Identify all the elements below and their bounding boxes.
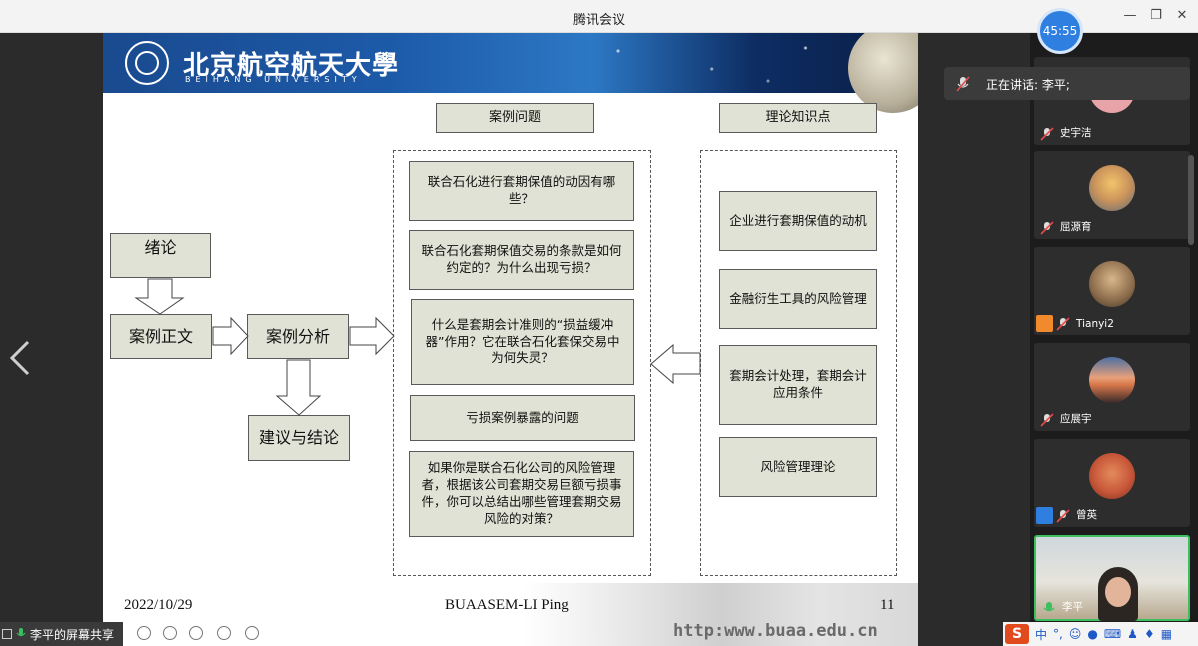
participant-tile[interactable]: Tianyi2 xyxy=(1034,247,1190,335)
more-tool-icon[interactable] xyxy=(245,626,259,640)
theory-box-4: 风险管理理论 xyxy=(719,437,877,497)
theory-box-1: 企业进行套期保值的动机 xyxy=(719,191,877,251)
campus-footer-image xyxy=(523,583,918,646)
participant-tile[interactable]: 曾英 xyxy=(1034,439,1190,527)
emoji-icon[interactable]: ☺ xyxy=(1068,627,1082,641)
slide-header-banner: 北京航空航天大學 BEIHANG UNIVERSITY xyxy=(103,33,918,113)
footer-url: http:www.buaa.edu.cn xyxy=(673,621,878,641)
question-box-1: 联合石化进行套期保值的动因有哪些？ xyxy=(409,161,634,221)
question-box-3: 什么是套期会计准则的“损益缓冲器”作用？它在联合石化套保交易中为何失灵？ xyxy=(411,299,634,385)
question-box-4: 亏损案例暴露的问题 xyxy=(410,395,635,441)
arrow-left-theory xyxy=(650,343,701,385)
participant-name: 李平 xyxy=(1062,601,1083,613)
university-name-en: BEIHANG UNIVERSITY xyxy=(185,75,362,84)
participant-name: 屈源育 xyxy=(1060,221,1092,233)
theory-box-2: 金融衍生工具的风险管理 xyxy=(719,269,877,329)
participant-name: 史宇洁 xyxy=(1060,127,1092,139)
mic-muted-icon xyxy=(1040,127,1054,141)
sogou-logo-icon: S xyxy=(1005,624,1029,644)
skin-icon[interactable]: ♦ xyxy=(1143,627,1155,641)
voice-icon[interactable]: ● xyxy=(1087,627,1098,641)
flow-analysis-box: 案例分析 xyxy=(247,314,349,359)
close-icon[interactable]: ✕ xyxy=(1176,8,1188,23)
arrow-right-analysis xyxy=(349,316,395,356)
footer-author: BUAASEM-LI Ping xyxy=(445,597,569,613)
speaking-indicator: 正在讲话: 李平; xyxy=(944,67,1190,100)
avatar xyxy=(1089,165,1135,211)
user-icon[interactable]: ♟ xyxy=(1127,627,1138,641)
user-badge-icon xyxy=(1036,315,1053,332)
avatar xyxy=(1089,357,1135,403)
previous-slide-icon[interactable] xyxy=(8,338,32,378)
ime-mode[interactable]: 中 xyxy=(1035,627,1048,642)
mic-on-icon xyxy=(1043,602,1055,612)
screen-icon xyxy=(2,629,12,639)
university-logo-icon xyxy=(125,41,169,85)
arrow-right-main xyxy=(212,316,249,356)
meeting-timer[interactable]: 45:55 xyxy=(1037,8,1083,54)
presentation-slide: 北京航空航天大學 BEIHANG UNIVERSITY 案例问题 理论知识点 绪… xyxy=(103,33,918,646)
flow-main-text-box: 案例正文 xyxy=(110,314,212,359)
share-label-text: 李平的屏幕共享 xyxy=(30,627,115,642)
speaker-face xyxy=(1105,577,1131,607)
mic-on-icon xyxy=(16,628,26,637)
flow-conclusion-box: 建议与结论 xyxy=(248,415,350,461)
avatar xyxy=(1089,453,1135,499)
window-title: 腾讯会议 xyxy=(572,13,625,28)
punctuation-icon[interactable]: °, xyxy=(1053,627,1063,641)
avatar xyxy=(1089,261,1135,307)
mic-muted-icon xyxy=(1056,509,1070,523)
user-badge-icon xyxy=(1036,507,1053,524)
input-method-bar[interactable]: S 中 °, ☺ ● ⌨ ♟ ♦ ▦ xyxy=(1003,622,1198,646)
footer-page-number: 11 xyxy=(880,597,895,613)
participant-scrollbar[interactable] xyxy=(1188,155,1194,245)
mic-muted-icon xyxy=(956,76,970,92)
questions-header: 案例问题 xyxy=(436,103,594,133)
theory-header: 理论知识点 xyxy=(719,103,877,133)
question-box-5: 如果你是联合石化公司的风险管理者，根据该公司套期交易巨额亏损事件，你可以总结出哪… xyxy=(409,451,634,537)
flow-arrows xyxy=(134,278,701,416)
theory-box-3: 套期会计处理，套期会计应用条件 xyxy=(719,345,877,425)
mic-muted-icon xyxy=(1040,413,1054,427)
title-bar: 腾讯会议 — ❐ ✕ xyxy=(0,0,1198,33)
minimize-icon[interactable]: — xyxy=(1123,8,1137,23)
annotate-tool-icon[interactable] xyxy=(163,626,177,640)
speaking-text: 正在讲话: 李平; xyxy=(986,78,1070,92)
questions-container xyxy=(393,150,651,576)
restore-icon[interactable]: ❐ xyxy=(1150,8,1162,23)
participant-tile[interactable]: 应展宇 xyxy=(1034,343,1190,431)
university-name-cn: 北京航空航天大學 xyxy=(183,51,400,81)
keyboard-icon[interactable]: ⌨ xyxy=(1103,627,1122,641)
participant-tile-active-speaker[interactable]: 李平 xyxy=(1034,535,1190,621)
flow-intro-box: 绪论 xyxy=(110,233,211,278)
participant-name: 曾英 xyxy=(1076,509,1097,521)
mic-muted-icon xyxy=(1056,317,1070,331)
toolbox-icon[interactable]: ▦ xyxy=(1160,627,1173,641)
arrow-down-analysis xyxy=(275,359,322,416)
question-box-2: 联合石化套期保值交易的条款是如何约定的？为什么出现亏损？ xyxy=(409,230,634,290)
participant-tile[interactable]: 屈源育 xyxy=(1034,151,1190,239)
mic-muted-icon xyxy=(1040,221,1054,235)
zoom-tool-icon[interactable] xyxy=(217,626,231,640)
copy-tool-icon[interactable] xyxy=(189,626,203,640)
participant-name: 应展宇 xyxy=(1060,413,1092,425)
pen-tool-icon[interactable] xyxy=(137,626,151,640)
participant-panel: 史宇洁 屈源育 Tianyi2 应展宇 曾英 李平 xyxy=(1030,33,1198,646)
screen-share-label: 李平的屏幕共享 xyxy=(0,622,123,646)
arrow-down-intro xyxy=(134,278,185,315)
participant-name: Tianyi2 xyxy=(1076,318,1114,330)
footer-date: 2022/10/29 xyxy=(124,597,193,613)
